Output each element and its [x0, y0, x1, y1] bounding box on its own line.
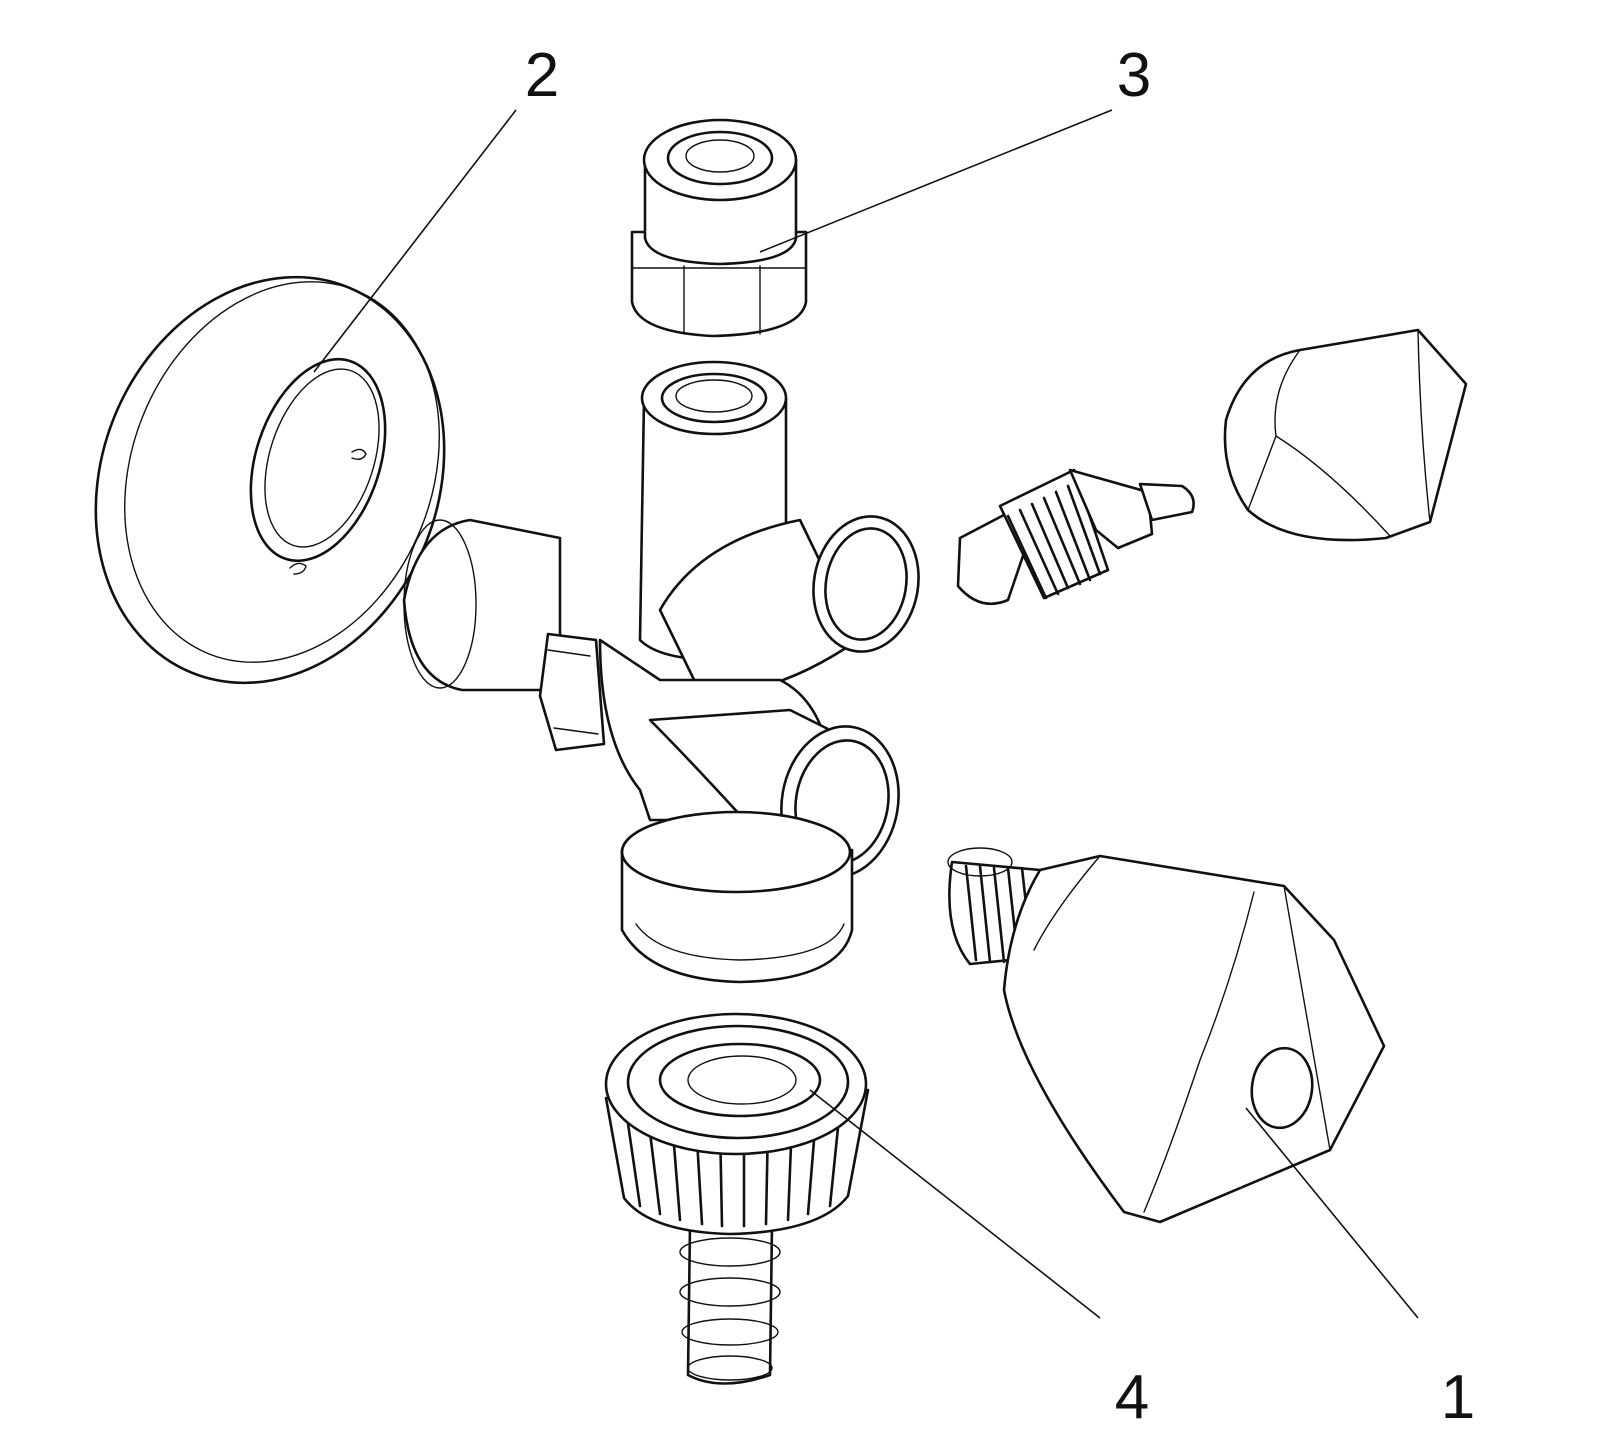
leader-line-1 [1245, 1107, 1419, 1319]
callout-labels: 2 3 4 1 [525, 41, 1475, 1432]
callout-4: 4 [1115, 1363, 1149, 1432]
callout-2: 2 [525, 41, 559, 110]
part-4-hose-coupling [604, 1012, 870, 1385]
leader-lines [313, 109, 1419, 1319]
small-handle-cap [1223, 328, 1468, 542]
leader-line-3 [759, 109, 1113, 253]
callout-3: 3 [1117, 41, 1151, 110]
part-1-handle [947, 847, 1386, 1224]
valve-cartridge [956, 468, 1195, 605]
callout-1: 1 [1441, 1363, 1475, 1432]
leader-line-2 [313, 109, 517, 373]
angle-valve-body [402, 360, 920, 984]
part-2-wall-rosette [94, 275, 446, 685]
part-3-compression-nut [630, 118, 808, 338]
leader-line-4 [809, 1089, 1101, 1319]
